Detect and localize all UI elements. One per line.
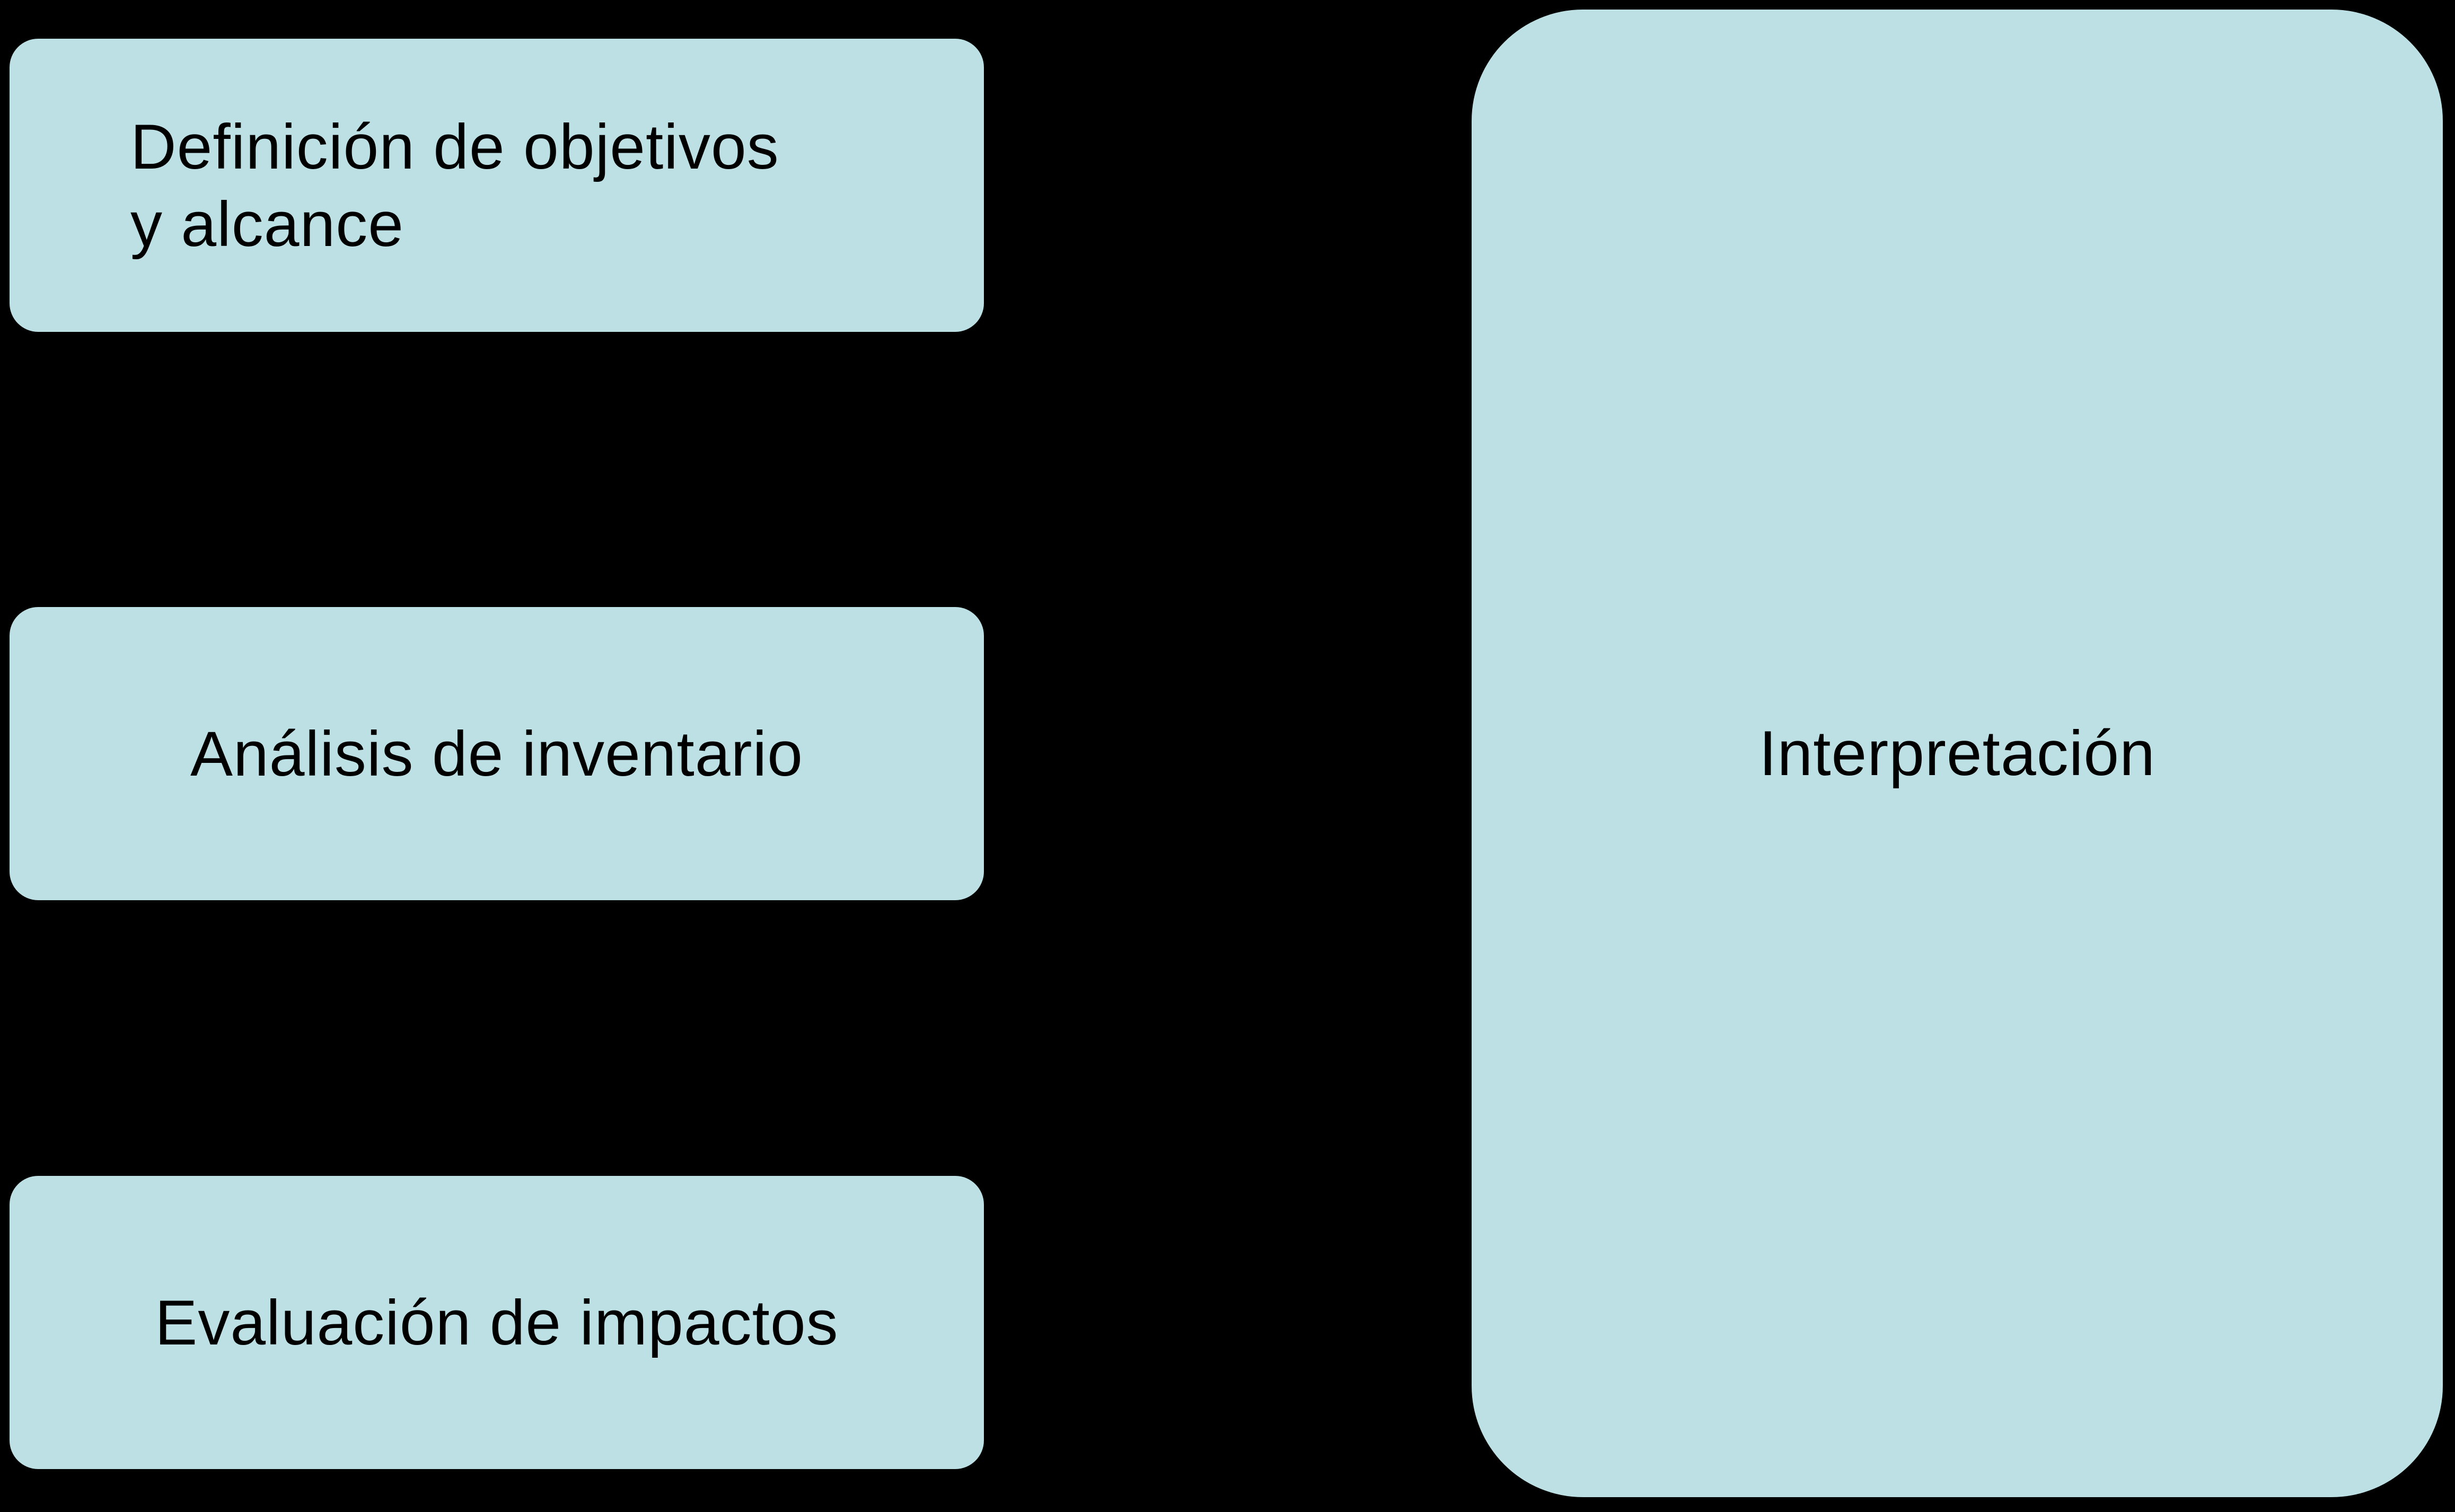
impact-assessment-label: Evaluación de impactos bbox=[155, 1287, 839, 1358]
interpretation-box: Interpretación bbox=[1472, 10, 2443, 1497]
inventory-analysis-box: Análisis de inventario bbox=[10, 607, 984, 900]
impact-assessment-box: Evaluación de impactos bbox=[10, 1176, 984, 1469]
inventory-analysis-label: Análisis de inventario bbox=[190, 718, 803, 789]
interpretation-label: Interpretación bbox=[1759, 718, 2155, 789]
goal-scope-box: Definición de objetivos y alcance bbox=[10, 39, 984, 332]
goal-scope-label: Definición de objetivos y alcance bbox=[130, 111, 779, 260]
